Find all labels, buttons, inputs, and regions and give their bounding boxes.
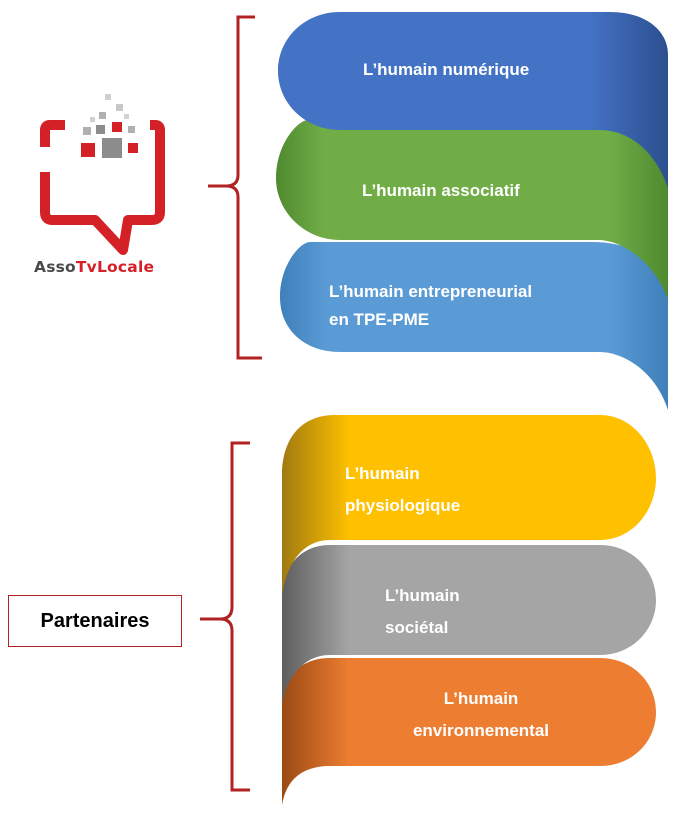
bottom-brace: [200, 441, 250, 792]
ribbon-environnemental: [282, 658, 656, 805]
logo-text-asso: Asso: [34, 258, 76, 276]
ribbon-associatif: [276, 120, 668, 300]
label-line: L’humain numérique: [363, 60, 530, 79]
label-humain-entrepreneurial: L’humain entrepreneurial en TPE-PME: [329, 278, 532, 334]
label-humain-numerique: L’humain numérique: [363, 56, 529, 84]
label-humain-societal: L’humain sociétal: [385, 580, 460, 644]
label-line: en TPE-PME: [329, 310, 430, 329]
label-line: L’humain: [385, 586, 460, 605]
assotvlocale-logo-icon: [40, 94, 165, 255]
partenaires-box: Partenaires: [8, 595, 182, 647]
label-line: environnemental: [412, 721, 550, 740]
top-brace: [208, 15, 262, 360]
label-line: L’humain: [443, 689, 519, 708]
label-line: sociétal: [385, 618, 449, 637]
ribbon-physiologique: [282, 415, 656, 596]
label-humain-physiologique: L’humain physiologique: [345, 458, 460, 522]
ribbon-societal: [282, 545, 656, 705]
ribbon-numerique: [278, 12, 668, 188]
logo-text-tvlocale: TvLocale: [75, 258, 155, 276]
label-humain-environnemental: L’humain environnemental: [380, 683, 582, 747]
label-line: physiologique: [345, 496, 461, 515]
ribbon-entrepreneurial: [280, 242, 668, 410]
label-humain-associatif: L’humain associatif: [362, 177, 520, 205]
label-line: L’humain: [345, 464, 420, 483]
label-line: L’humain entrepreneurial: [329, 282, 533, 301]
label-line: L’humain associatif: [362, 181, 520, 200]
logo-text: AssoTvLocale: [34, 258, 194, 276]
partenaires-label: Partenaires: [40, 609, 150, 632]
